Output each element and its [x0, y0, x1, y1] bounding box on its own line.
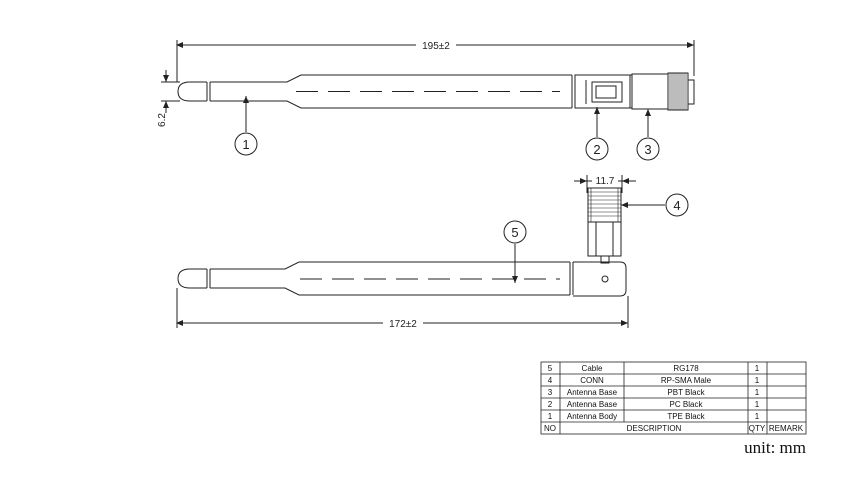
parts-table-grid: [540, 361, 807, 435]
row-qty: 1: [755, 376, 760, 385]
bottom-view: [176, 175, 665, 328]
dimension-side-width: 6.2: [157, 113, 168, 127]
dimension-top-length: 195±2: [422, 41, 450, 52]
callout-5: 5: [511, 225, 518, 240]
callout-4: 4: [673, 198, 680, 213]
row-spec: RG178: [673, 364, 699, 373]
callout-2: 2: [593, 142, 600, 157]
row-name: Antenna Base: [567, 388, 618, 397]
row-spec: PC Black: [670, 400, 704, 409]
row-no: 4: [548, 376, 553, 385]
dimension-connector-width: 11.7: [596, 176, 615, 187]
row-no: 5: [548, 364, 553, 373]
row-qty: 1: [755, 364, 760, 373]
row-spec: PBT Black: [667, 388, 705, 397]
table-row: 3 Antenna Base PBT Black 1: [548, 388, 760, 397]
row-name: CONN: [580, 376, 604, 385]
table-row: 1 Antenna Body TPE Black 1: [548, 412, 760, 421]
header-qty: QTY: [749, 424, 766, 433]
dimension-bottom-length: 172±2: [389, 319, 417, 330]
header-remark: REMARK: [769, 424, 804, 433]
callout-4-circle: [665, 193, 689, 217]
callout-1: 1: [242, 137, 249, 152]
row-spec: RP-SMA Male: [661, 376, 712, 385]
unit-label: unit: mm: [744, 438, 806, 457]
table-header: NO DESCRIPTION QTY REMARK: [544, 424, 804, 433]
header-description: DESCRIPTION: [627, 424, 682, 433]
row-qty: 1: [755, 400, 760, 409]
header-no: NO: [544, 424, 556, 433]
row-no: 1: [548, 412, 553, 421]
callout-1-circle: [234, 132, 258, 156]
row-no: 3: [548, 388, 553, 397]
parts-table: 5 Cable RG178 1 4 CONN RP-SMA Male 1 3 A…: [544, 364, 804, 433]
row-name: Antenna Base: [567, 400, 618, 409]
row-no: 2: [548, 400, 553, 409]
callout-2-circle: [585, 137, 609, 161]
row-name: Antenna Body: [567, 412, 617, 421]
table-row: 5 Cable RG178 1: [548, 364, 760, 373]
row-spec: TPE Black: [667, 412, 705, 421]
table-row: 2 Antenna Base PC Black 1: [548, 400, 760, 409]
callout-5-circle: [503, 220, 527, 244]
table-row: 4 CONN RP-SMA Male 1: [548, 376, 760, 385]
top-view: [161, 40, 695, 137]
callout-3: 3: [644, 142, 651, 157]
callout-3-circle: [636, 137, 660, 161]
row-qty: 1: [755, 388, 760, 397]
row-name: Cable: [582, 364, 603, 373]
row-qty: 1: [755, 412, 760, 421]
